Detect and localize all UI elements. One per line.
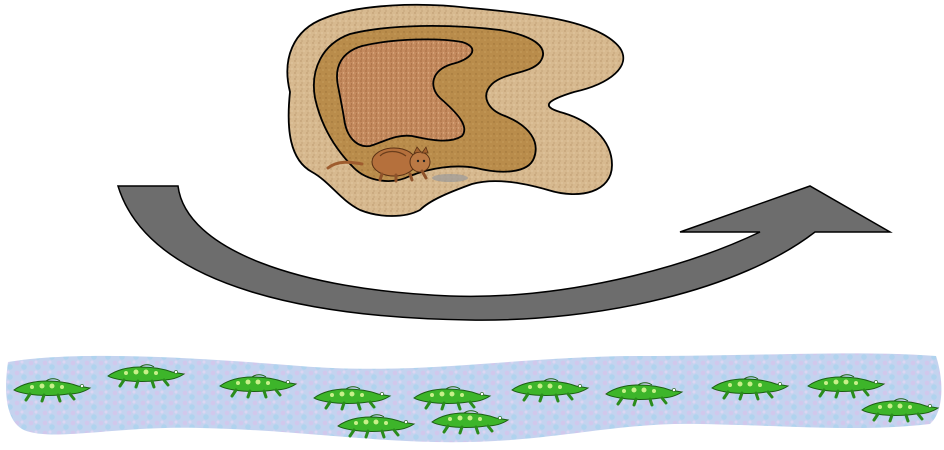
curved-arrow-icon xyxy=(118,186,890,320)
land-shape xyxy=(287,5,623,216)
